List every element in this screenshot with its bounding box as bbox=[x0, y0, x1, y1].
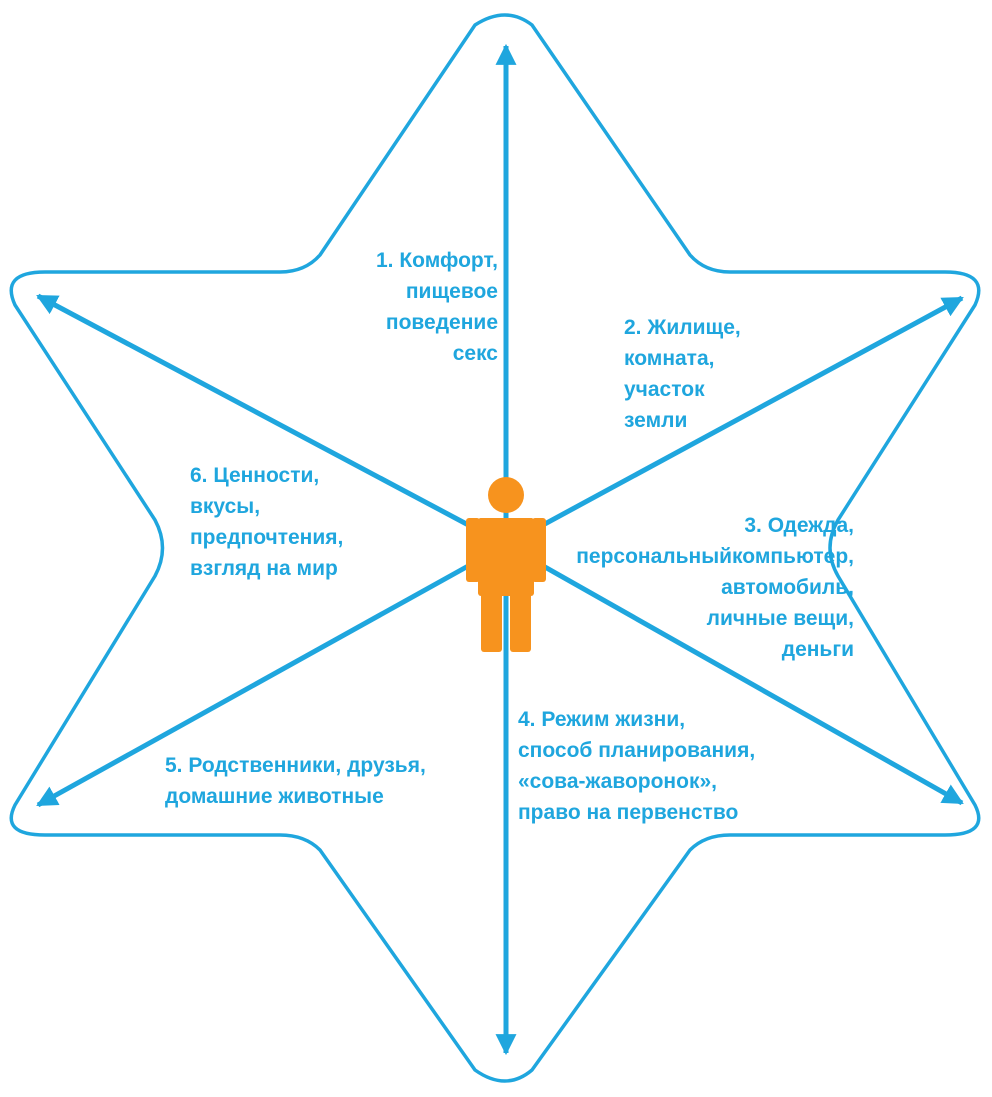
sector-6-line-3: предпочтения, bbox=[190, 526, 344, 549]
sector-1-label: 1. Комфорт, пищевое поведение секс bbox=[376, 245, 498, 369]
sector-6-line-2: вкусы, bbox=[190, 495, 261, 518]
sector-6-line-1: 6. Ценности, bbox=[190, 464, 320, 487]
sector-4-line-1: 4. Режим жизни, bbox=[518, 708, 686, 731]
person-icon bbox=[466, 477, 546, 652]
sector-2-label: 2. Жилище, комната, участок земли bbox=[624, 312, 741, 436]
arrow-upper-right bbox=[504, 295, 964, 548]
arrow-lower-left bbox=[36, 542, 508, 808]
sector-3-line-5: деньги bbox=[781, 638, 854, 661]
star-outline bbox=[9, 13, 981, 1083]
sector-4-line-2: способ планирования, bbox=[518, 739, 756, 762]
sector-3-line-1: 3. Одежда, bbox=[744, 514, 854, 537]
sector-4-label: 4. Режим жизни, способ планирования, «со… bbox=[518, 704, 755, 828]
sector-5-label: 5. Родственники, друзья, домашние животн… bbox=[165, 750, 426, 812]
sector-1-line-3: поведение bbox=[385, 311, 498, 334]
sector-2-line-1: 2. Жилище, bbox=[624, 316, 741, 339]
sector-1-line-2: пищевое bbox=[405, 280, 498, 303]
sector-4-line-4: право на первенство bbox=[518, 801, 739, 824]
sector-3-line-3: автомобиль, bbox=[721, 576, 854, 599]
sector-4-line-3: «сова-жаворонок», bbox=[518, 770, 717, 793]
arrow-upper-left bbox=[36, 293, 508, 548]
sector-6-line-4: взгляд на мир bbox=[190, 557, 338, 580]
sector-5-line-2: домашние животные bbox=[165, 785, 384, 808]
sector-2-line-4: земли bbox=[624, 409, 688, 432]
sector-2-line-3: участок bbox=[624, 378, 705, 401]
sector-5-line-1: 5. Родственники, друзья, bbox=[165, 754, 426, 777]
sector-1-line-4: секс bbox=[452, 342, 498, 365]
sector-2-line-2: комната, bbox=[624, 347, 715, 370]
sector-6-label: 6. Ценности, вкусы, предпочтения, взгляд… bbox=[190, 460, 343, 584]
sector-3-label: 3. Одежда, персональныйкомпьютер, автомо… bbox=[576, 510, 854, 665]
sector-3-line-4: личные вещи, bbox=[706, 607, 854, 630]
sector-1-line-1: 1. Комфорт, bbox=[376, 249, 498, 272]
sector-3-line-2: персональныйкомпьютер, bbox=[576, 545, 854, 568]
arrow-lower-right bbox=[504, 542, 964, 806]
